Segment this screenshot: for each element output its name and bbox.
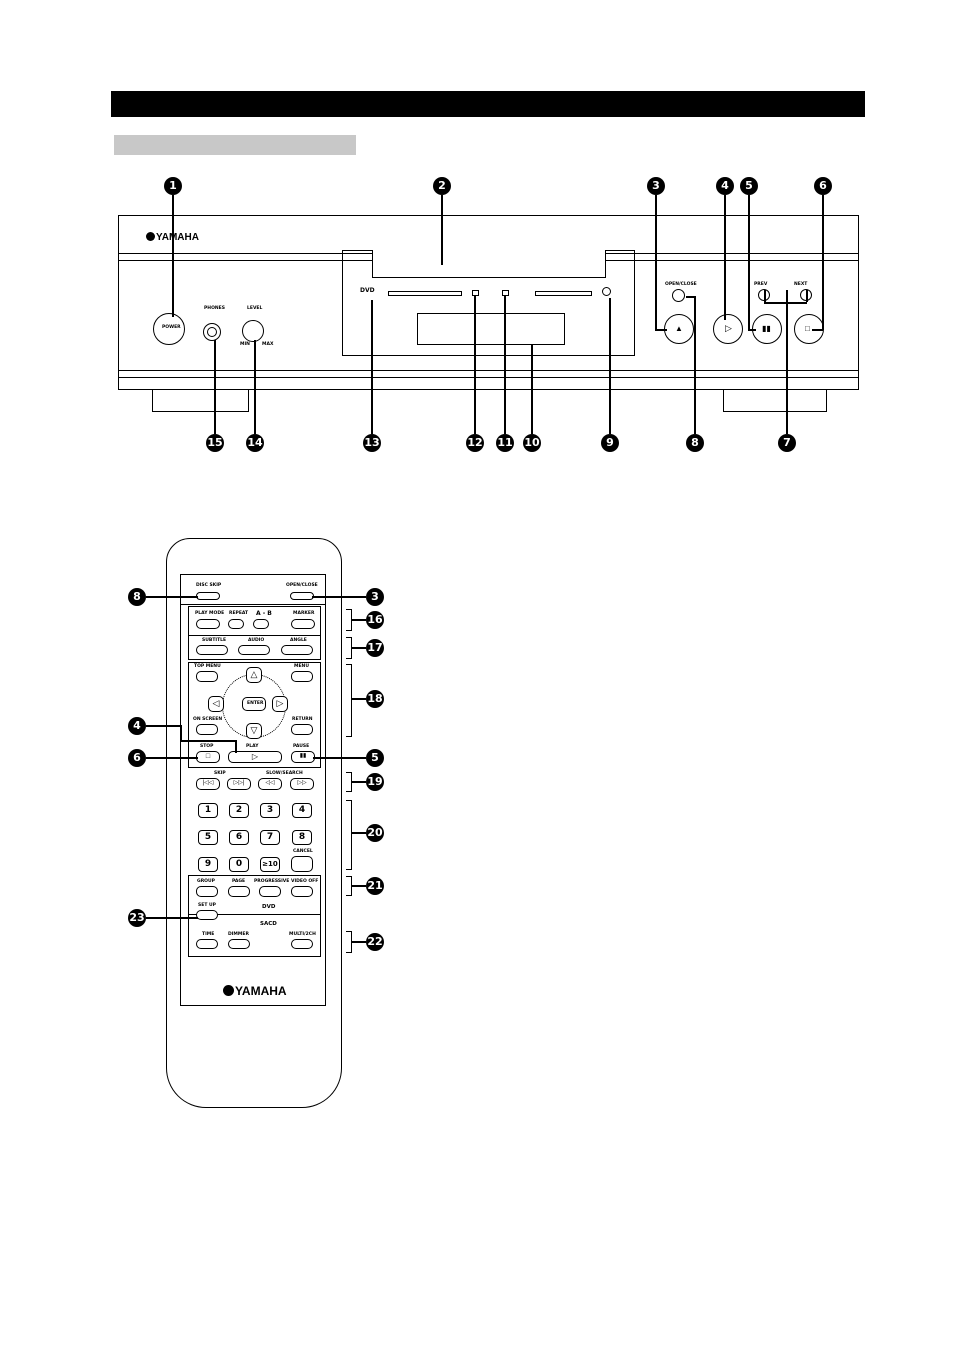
- remote-skip-forward-button[interactable]: ▷▷|: [227, 778, 251, 790]
- num-4-button[interactable]: 4: [292, 803, 312, 818]
- remote-yamaha-logo: YAMAHA: [223, 984, 287, 998]
- remote-on-screen-button[interactable]: [196, 724, 218, 735]
- remote-callout-3: 3: [366, 588, 384, 606]
- section-title-bar: [111, 91, 865, 117]
- remote-callout-8: 8: [128, 588, 146, 606]
- section-subtitle-bar: [114, 135, 356, 155]
- num-10plus-button[interactable]: ≥10: [260, 857, 280, 872]
- pause-button[interactable]: ▮▮: [752, 314, 782, 344]
- remote-callout-16: 16: [366, 611, 384, 629]
- yamaha-logo: YAMAHA: [146, 232, 199, 243]
- remote-callout-6: 6: [128, 749, 146, 767]
- remote-callout-4: 4: [128, 717, 146, 735]
- nav-right-button[interactable]: ▷: [272, 696, 288, 712]
- callout-4: 4: [716, 177, 734, 195]
- callout-7: 7: [778, 434, 796, 452]
- callout-13: 13: [363, 434, 381, 452]
- num-6-button[interactable]: 6: [229, 830, 249, 845]
- remote-disc-skip-button[interactable]: [196, 592, 220, 600]
- remote-face: [180, 574, 326, 1006]
- remote-progressive-button[interactable]: [259, 886, 281, 897]
- disc-skip-button[interactable]: [672, 289, 685, 302]
- num-2-button[interactable]: 2: [229, 803, 249, 818]
- remote-callout-20: 20: [366, 824, 384, 842]
- remote-video-off-button[interactable]: [291, 886, 313, 897]
- remote-group-button[interactable]: [196, 886, 218, 897]
- remote-search-back-button[interactable]: ◁◁: [258, 778, 282, 790]
- remote-body: [166, 538, 342, 1108]
- play-button[interactable]: ▷: [713, 314, 743, 344]
- front-panel-display: [417, 313, 565, 345]
- remote-marker-button[interactable]: [291, 619, 315, 629]
- remote-skip-back-button[interactable]: |◁◁: [196, 778, 220, 790]
- remote-open-close-button[interactable]: [290, 592, 314, 600]
- remote-stop-button[interactable]: □: [196, 751, 220, 763]
- remote-audio-button[interactable]: [238, 645, 270, 655]
- remote-play-mode-button[interactable]: [196, 619, 220, 629]
- open-close-button[interactable]: ▲: [664, 314, 694, 344]
- remote-callout-22: 22: [366, 933, 384, 951]
- nav-down-button[interactable]: ▽: [246, 723, 262, 739]
- nav-up-button[interactable]: △: [246, 667, 262, 683]
- callout-1: 1: [164, 177, 182, 195]
- callout-5: 5: [740, 177, 758, 195]
- remote-a-b-button[interactable]: [253, 619, 269, 629]
- right-foot: [723, 390, 827, 412]
- callout-6: 6: [814, 177, 832, 195]
- remote-angle-button[interactable]: [281, 645, 313, 655]
- remote-repeat-button[interactable]: [228, 619, 244, 629]
- callout-2: 2: [433, 177, 451, 195]
- disc-tray[interactable]: [372, 250, 606, 278]
- player-chassis: [118, 215, 859, 390]
- num-5-button[interactable]: 5: [198, 830, 218, 845]
- standby-indicator: [472, 290, 479, 296]
- remote-return-button[interactable]: [291, 724, 313, 735]
- callout-3: 3: [647, 177, 665, 195]
- remote-callout-5: 5: [366, 749, 384, 767]
- callout-10: 10: [523, 434, 541, 452]
- left-foot: [152, 390, 249, 412]
- remote-search-forward-button[interactable]: ▷▷: [290, 778, 314, 790]
- remote-time-button[interactable]: [196, 939, 218, 949]
- num-1-button[interactable]: 1: [198, 803, 218, 818]
- remote-sensor: [602, 287, 611, 296]
- remote-callout-23: 23: [128, 909, 146, 927]
- remote-menu-button[interactable]: [291, 671, 313, 682]
- remote-callout-21: 21: [366, 877, 384, 895]
- remote-set-up-button[interactable]: [196, 910, 218, 920]
- remote-callout-17: 17: [366, 639, 384, 657]
- nav-enter-button[interactable]: ENTER: [242, 697, 266, 711]
- callout-9: 9: [601, 434, 619, 452]
- remote-multi-2ch-button[interactable]: [291, 939, 313, 949]
- nav-left-button[interactable]: ◁: [208, 696, 224, 712]
- num-0-button[interactable]: 0: [229, 857, 249, 872]
- dvd-logo: DVD: [360, 287, 375, 294]
- progressive-indicator: [502, 290, 509, 296]
- remote-play-button[interactable]: ▷: [228, 751, 282, 763]
- remote-callout-19: 19: [366, 773, 384, 791]
- remote-callout-18: 18: [366, 690, 384, 708]
- power-button[interactable]: POWER: [153, 313, 185, 345]
- num-9-button[interactable]: 9: [198, 857, 218, 872]
- callout-15: 15: [206, 434, 224, 452]
- level-knob[interactable]: [242, 320, 264, 342]
- callout-12: 12: [466, 434, 484, 452]
- remote-subtitle-button[interactable]: [196, 645, 228, 655]
- num-7-button[interactable]: 7: [260, 830, 280, 845]
- callout-11: 11: [496, 434, 514, 452]
- callout-14: 14: [246, 434, 264, 452]
- num-3-button[interactable]: 3: [260, 803, 280, 818]
- remote-top-menu-button[interactable]: [196, 671, 218, 682]
- remote-pause-button[interactable]: ▮▮: [291, 751, 315, 763]
- remote-dimmer-button[interactable]: [228, 939, 250, 949]
- callout-8: 8: [686, 434, 704, 452]
- remote-cancel-button[interactable]: [291, 856, 313, 872]
- remote-page-button[interactable]: [228, 886, 250, 897]
- num-8-button[interactable]: 8: [292, 830, 312, 845]
